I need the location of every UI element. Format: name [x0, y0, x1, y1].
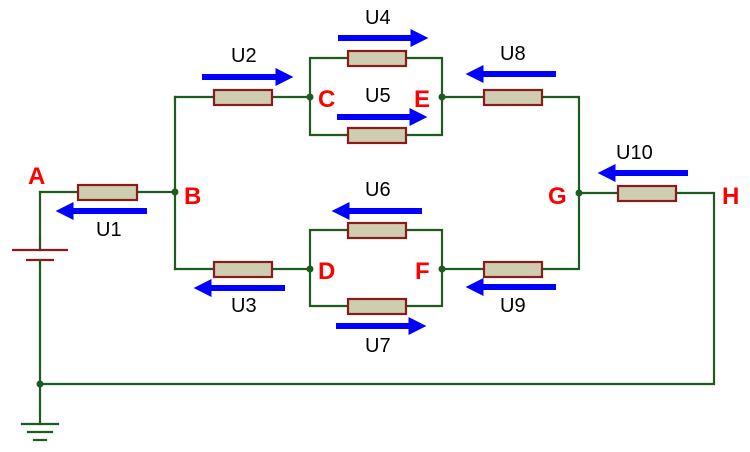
junction-ground [36, 380, 44, 388]
junction-f [438, 265, 446, 273]
voltage-labels: U1 U2 U3 U4 U5 U6 U7 U8 U9 U10 [96, 7, 653, 357]
junction-b [171, 188, 179, 196]
junction-d [306, 265, 314, 273]
resistor-r6 [346, 221, 408, 240]
resistor-r1 [76, 183, 139, 202]
node-label-b: B [184, 183, 201, 210]
wire-e-loop-bottom [404, 95, 444, 137]
wire-f-loop-bottom [404, 267, 444, 308]
junction-g [575, 189, 583, 197]
wire-f-loop-top [404, 228, 444, 271]
u8-label: U8 [500, 43, 526, 65]
resistor-r8 [482, 88, 544, 107]
resistor-r2 [212, 88, 274, 107]
u6-label: U6 [365, 179, 391, 201]
node-label-c: C [318, 86, 335, 113]
u2-label: U2 [231, 45, 257, 67]
u1-label: U1 [96, 219, 122, 241]
u5-label: U5 [365, 85, 391, 107]
node-label-h: H [722, 183, 739, 210]
node-label-a: A [28, 163, 45, 190]
wire-d-loop-top [308, 228, 350, 271]
node-label-f: F [415, 258, 430, 285]
resistor-r4 [346, 49, 408, 68]
junctions [36, 93, 583, 388]
wire-h-return [38, 191, 716, 386]
node-label-d: D [318, 258, 335, 285]
wire-c-loop-top [308, 56, 350, 99]
resistor-r9 [482, 260, 544, 279]
u9-label: U9 [500, 295, 526, 317]
wire-r9-to-g [540, 191, 581, 271]
u4-label: U4 [365, 7, 391, 29]
resistor-r10 [616, 184, 678, 203]
node-label-e: E [414, 86, 430, 113]
resistor-r3 [212, 260, 274, 279]
junction-c [306, 93, 314, 101]
wire-r8-to-g [540, 95, 581, 195]
resistor-r5 [346, 126, 408, 145]
u3-label: U3 [231, 295, 257, 317]
wire-e-loop-top [404, 56, 444, 99]
voltage-arrows [55, 29, 688, 335]
wire-d-loop-bottom [308, 267, 350, 308]
resistor-r7 [346, 297, 408, 316]
u10-label: U10 [616, 142, 653, 164]
u7-label: U7 [365, 335, 391, 357]
junction-e [438, 93, 446, 101]
node-label-g: G [548, 183, 567, 210]
node-labels: A B C D E F G H [28, 86, 739, 285]
resistors [76, 49, 678, 316]
wires [38, 56, 716, 426]
battery-icon [12, 236, 68, 266]
wire-c-loop-bottom [308, 95, 350, 137]
ground-icon [20, 422, 60, 442]
